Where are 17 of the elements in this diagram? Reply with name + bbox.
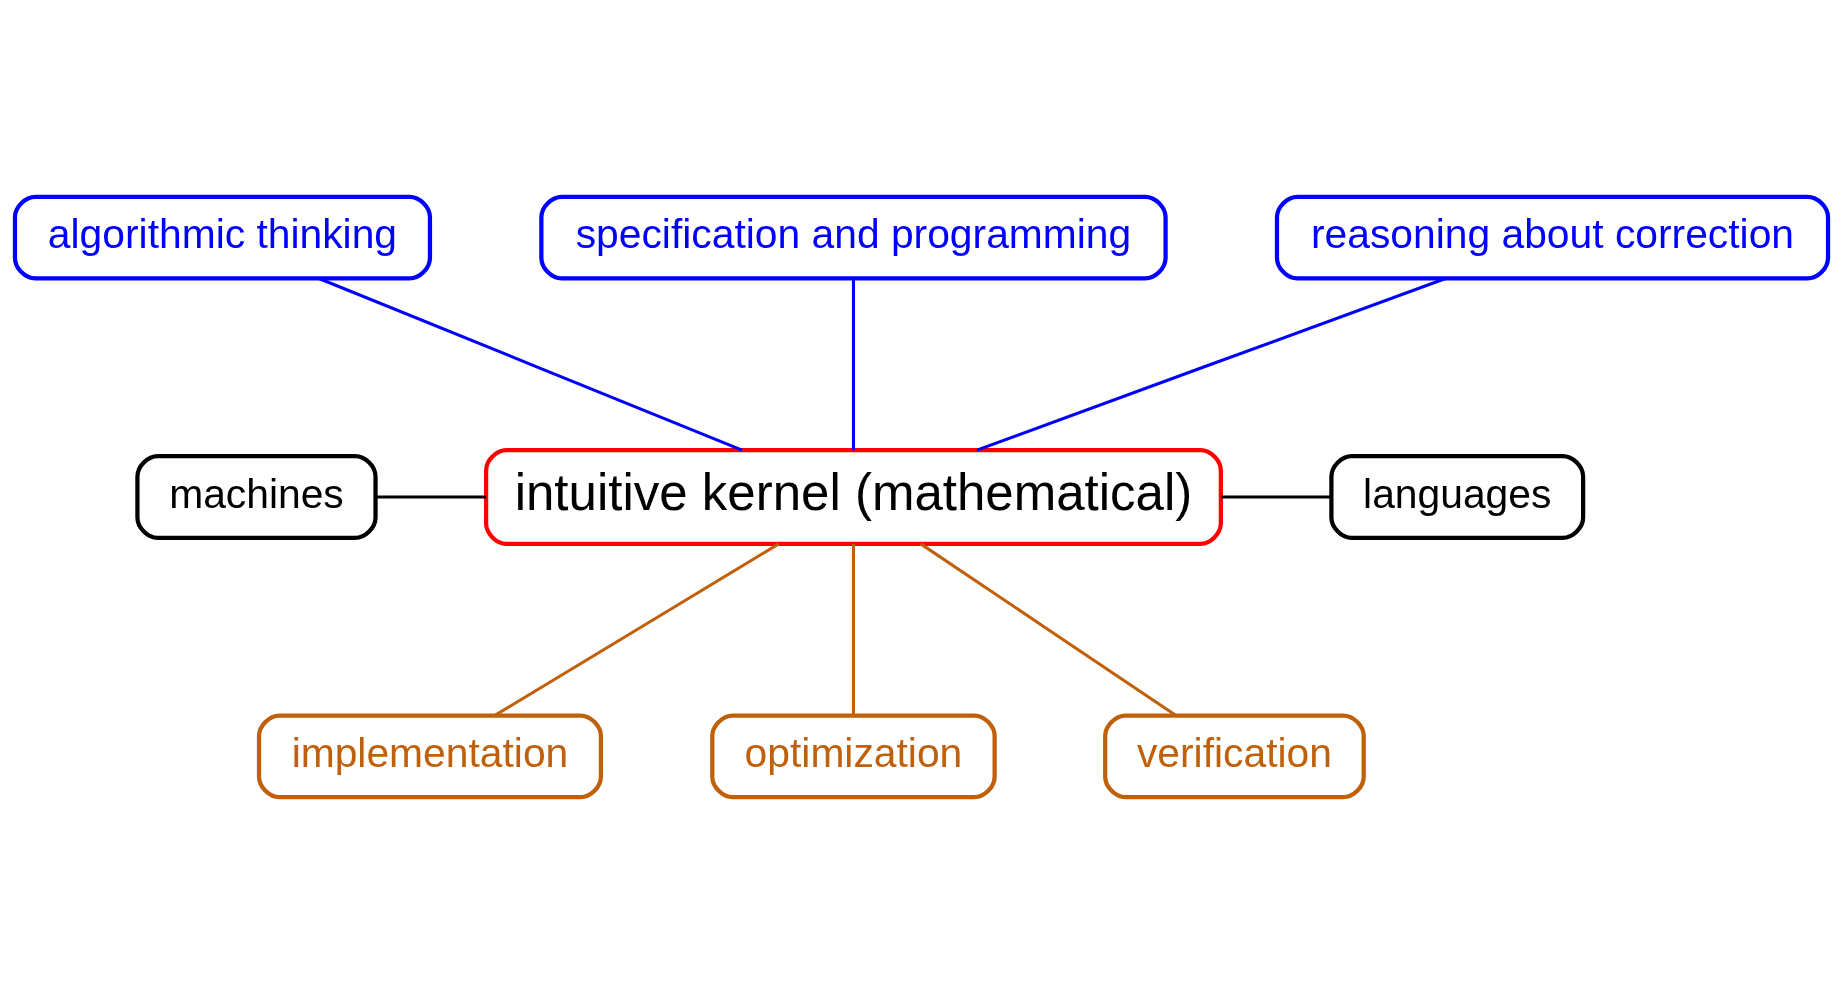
connector <box>851 278 855 450</box>
node-box: machines <box>135 453 378 540</box>
connector <box>376 494 487 499</box>
node-box: algorithmic thinking <box>12 194 433 281</box>
connector <box>318 276 743 452</box>
node-box: specification and programming <box>539 194 1168 281</box>
connector <box>919 542 1177 717</box>
node-box: optimization <box>710 712 997 799</box>
node-box: reasoning about correction <box>1274 194 1831 281</box>
connector <box>851 543 855 715</box>
node-box: verification <box>1103 712 1366 799</box>
node-box: implementation <box>256 712 603 799</box>
connector <box>976 276 1447 452</box>
node-box: intuitive kernel (mathematical) <box>483 447 1223 546</box>
node-box: languages <box>1329 453 1586 540</box>
connector <box>1221 494 1332 499</box>
connector <box>494 542 780 717</box>
